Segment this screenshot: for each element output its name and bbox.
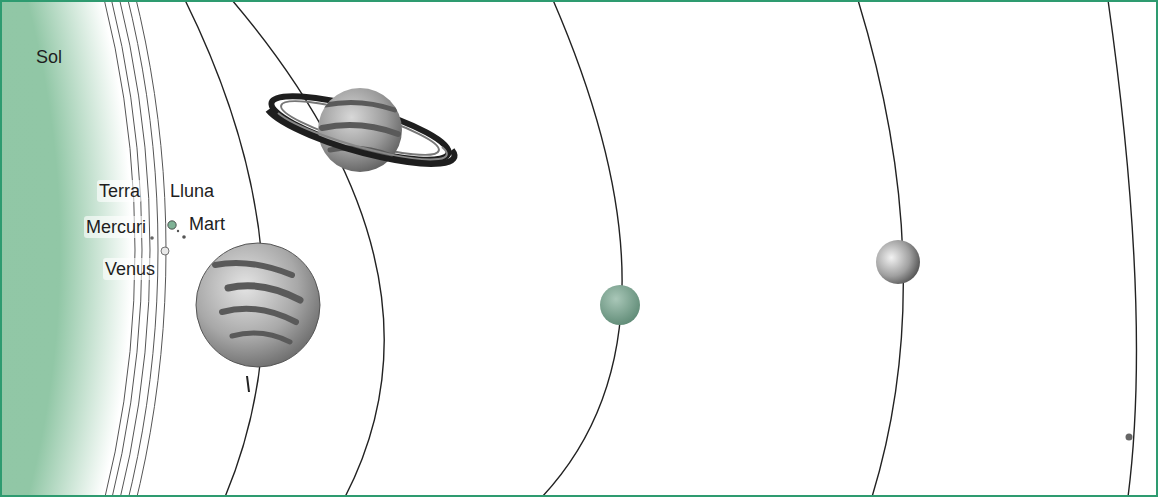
moon-label: Lluna [168, 180, 216, 202]
neptune [876, 240, 920, 284]
planet-label: Mart [187, 213, 227, 235]
mercury [150, 236, 154, 240]
moon [177, 230, 179, 232]
sun-label: Sol [34, 46, 64, 68]
earth [168, 221, 176, 229]
mars [182, 235, 186, 239]
pluto [1126, 434, 1133, 441]
saturn [266, 83, 454, 172]
small-moon [247, 376, 249, 392]
jupiter [196, 243, 320, 367]
uranus [600, 285, 640, 325]
planet-label: Terra [97, 180, 142, 202]
venus [161, 247, 169, 255]
planet-label: Mercuri [84, 216, 148, 238]
inner-orbits [0, 0, 166, 497]
sun [0, 0, 132, 497]
outer-orbits [185, 0, 1136, 497]
planet-label: Venus [103, 258, 157, 280]
